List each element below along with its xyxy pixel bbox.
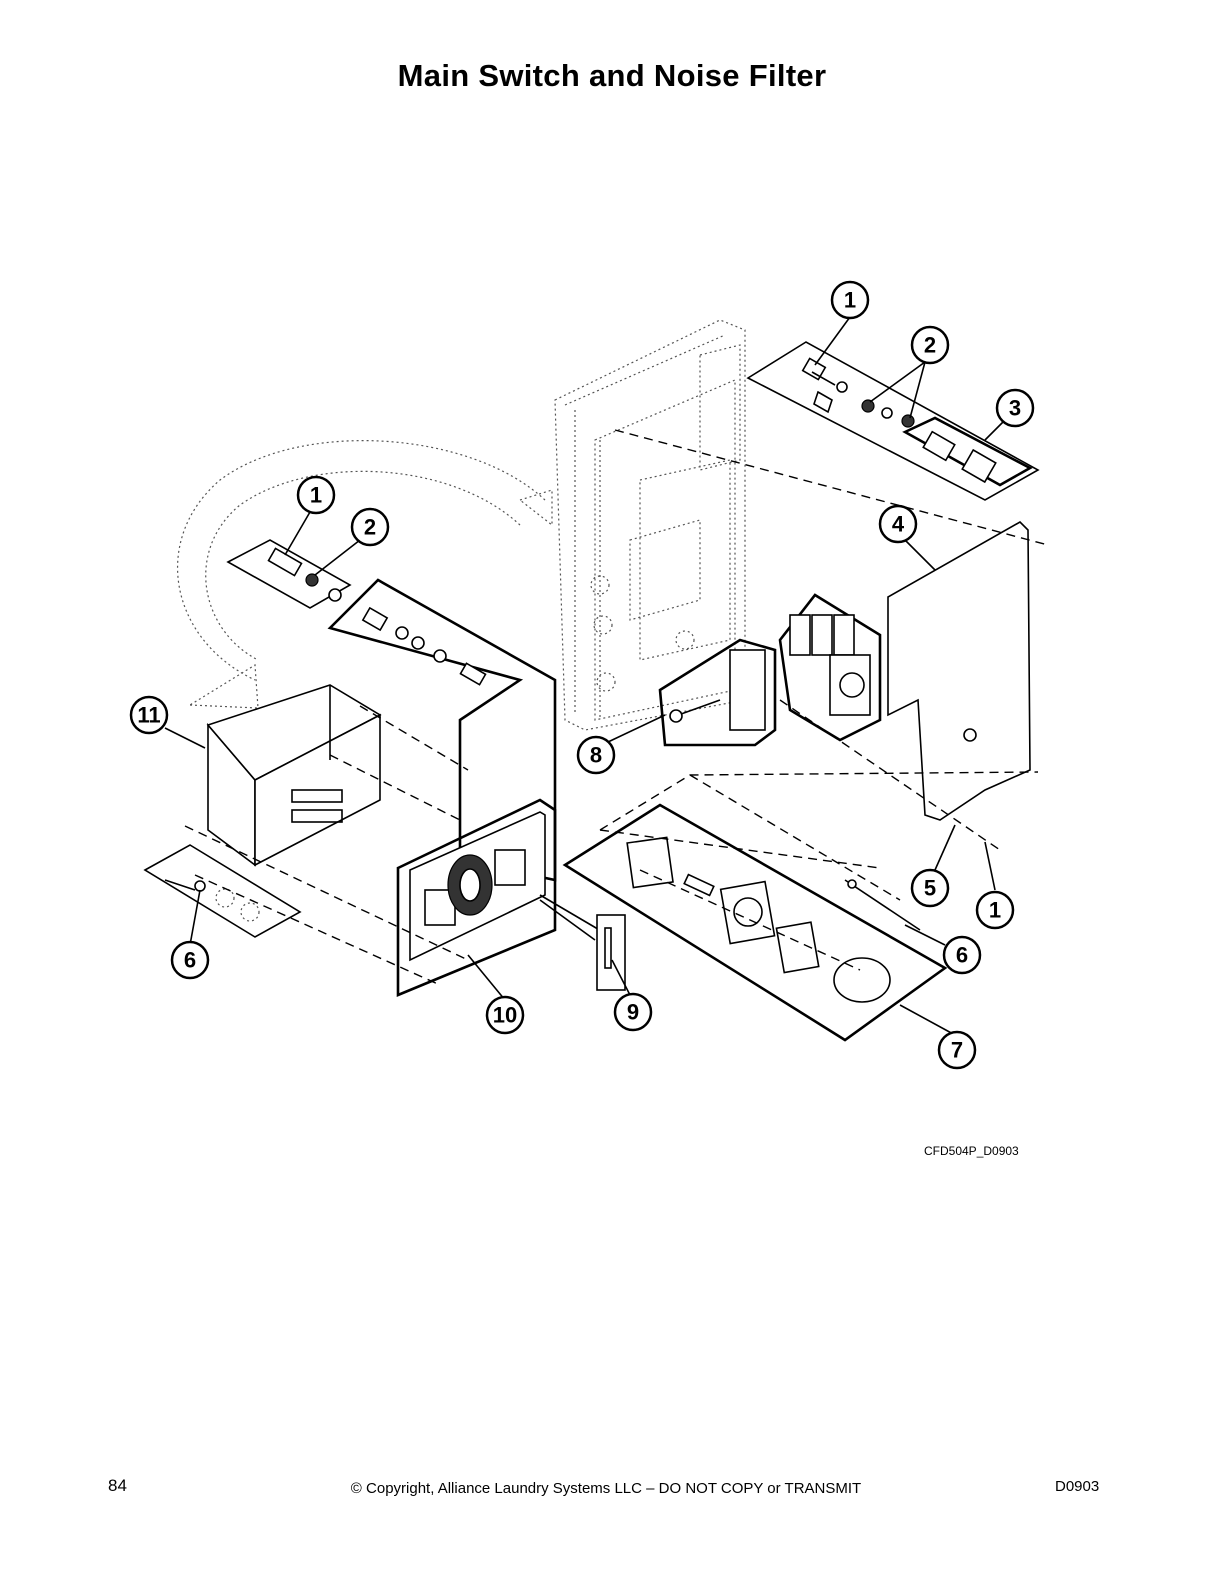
callout-3: 3 [995, 388, 1035, 428]
callout-label: 4 [892, 512, 905, 537]
callout-9: 9 [613, 992, 653, 1032]
drawing-id: CFD504P_D0903 [924, 1144, 1019, 1158]
callout-label: 3 [1009, 396, 1021, 421]
copyright-notice: © Copyright, Alliance Laundry Systems LL… [350, 1480, 862, 1497]
callout-label: 10 [493, 1003, 517, 1028]
callout-5: 5 [910, 868, 950, 908]
callout-label: 9 [627, 1000, 639, 1025]
callout-4: 4 [878, 504, 918, 544]
top-hardware-group [746, 341, 1040, 501]
callout-label: 1 [310, 483, 322, 508]
callout-7: 7 [937, 1030, 977, 1070]
page-number: 84 [108, 1476, 127, 1495]
contactor-part-8 [658, 638, 777, 747]
callout-label: 7 [951, 1038, 963, 1063]
projection-lines [184, 429, 1049, 986]
callout-6-right: 6 [942, 935, 982, 975]
bracket-part-11 [143, 684, 382, 938]
callout-2-top: 2 [910, 325, 950, 365]
callout-8: 8 [576, 735, 616, 775]
callout-label: 2 [924, 333, 936, 358]
callout-label: 1 [989, 898, 1001, 923]
callout-1-right: 1 [975, 890, 1015, 930]
leader-lines [164, 316, 1006, 1036]
callout-1-left: 1 [296, 475, 336, 515]
machine-frame-outline [554, 319, 746, 731]
callout-label: 8 [590, 743, 602, 768]
callout-11: 11 [129, 695, 169, 735]
back-plate-part-4 [887, 521, 1031, 821]
callout-label: 1 [844, 288, 856, 313]
callout-label: 6 [956, 943, 968, 968]
switch-handle-part-7 [562, 803, 948, 1042]
callout-label: 5 [924, 876, 936, 901]
callout-label: 6 [184, 948, 196, 973]
callout-2-left: 2 [350, 507, 390, 547]
callout-label: 11 [137, 703, 160, 728]
noise-filter-part-10 [396, 798, 626, 997]
page-title: Main Switch and Noise Filter [397, 58, 827, 93]
main-switch-body [778, 593, 882, 742]
callout-10: 10 [485, 995, 525, 1035]
document-code: D0903 [1055, 1478, 1100, 1495]
callout-6-left: 6 [170, 940, 210, 980]
callout-label: 2 [364, 515, 376, 540]
curved-arrow-indicator [176, 440, 553, 709]
callout-1-top: 1 [830, 280, 870, 320]
